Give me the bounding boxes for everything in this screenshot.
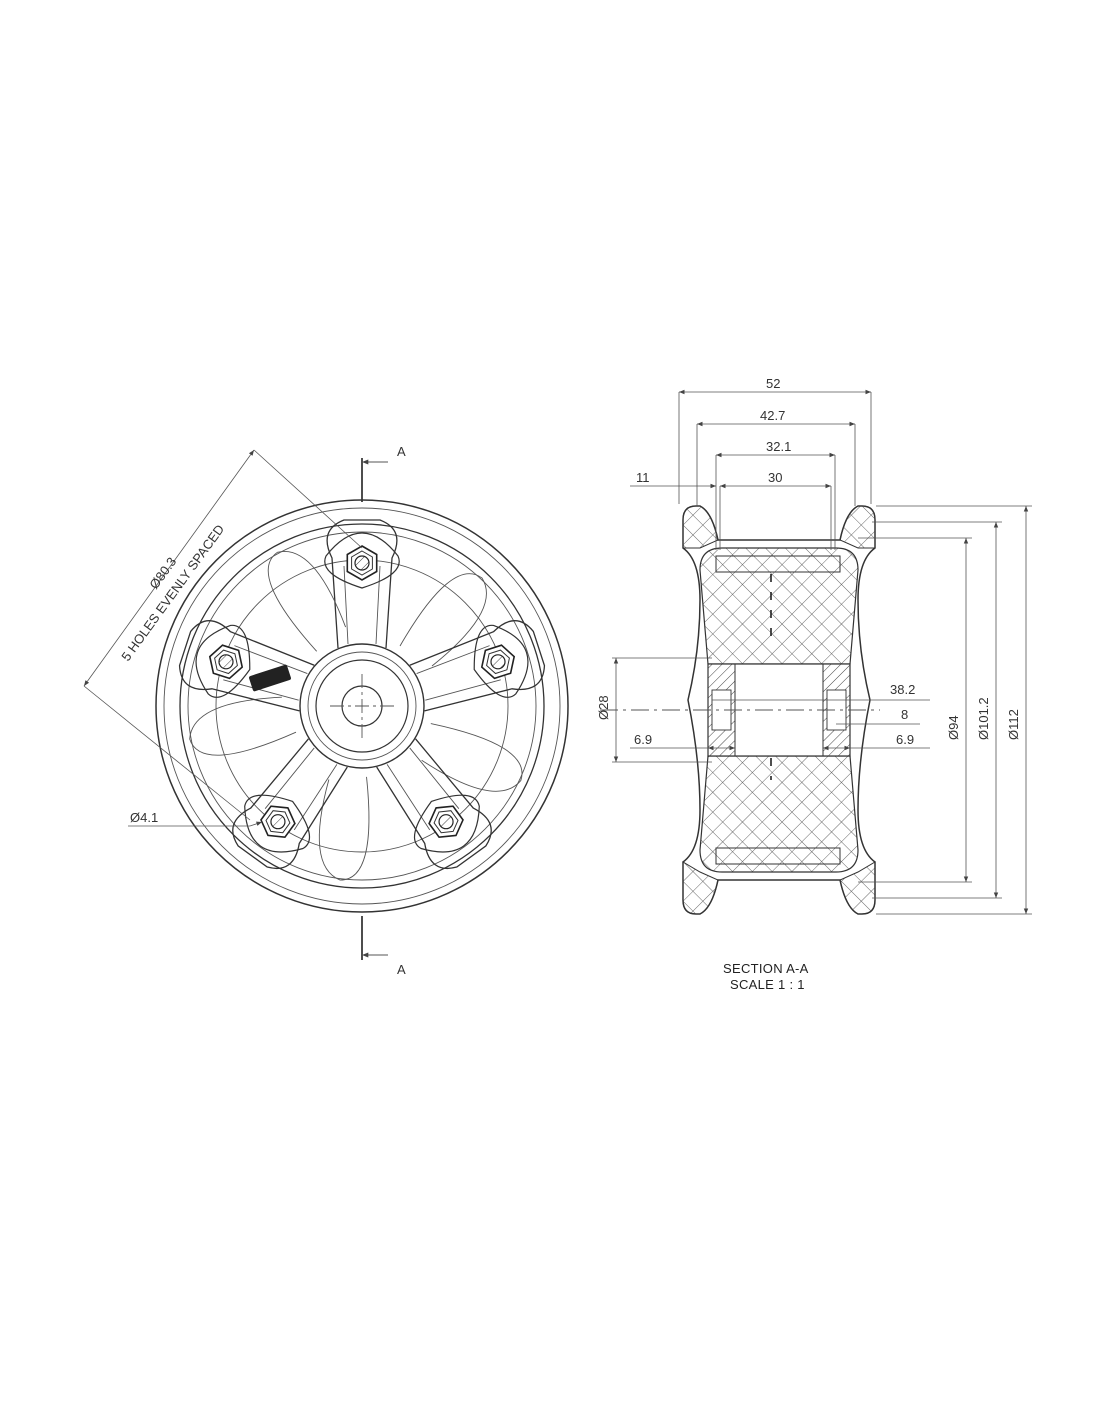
scale-caption: SCALE 1 : 1 xyxy=(730,977,805,992)
wheel-hub xyxy=(249,643,425,769)
bore-dimensions: Ø28 6.9 38.2 8 6.9 xyxy=(596,657,930,763)
dim-30-label: 30 xyxy=(768,470,782,485)
spoke xyxy=(318,738,492,881)
bolt-nut-icon xyxy=(346,545,378,581)
section-view: 52 42.7 32.1 30 11 Ø28 6.9 xyxy=(596,376,1032,992)
dim-38-2-label: 38.2 xyxy=(890,682,915,697)
spoke xyxy=(409,620,546,792)
bolt-nut-icon xyxy=(208,644,244,680)
dim-d28-label: Ø28 xyxy=(596,695,611,720)
bolt-nut-icon xyxy=(428,805,464,839)
dim-d101-2-label: Ø101.2 xyxy=(976,697,991,740)
section-marker-top: A xyxy=(361,444,406,502)
brand-logo xyxy=(249,664,291,692)
dim-d94-label: Ø94 xyxy=(946,715,961,740)
width-dimensions: 52 42.7 32.1 30 11 xyxy=(630,376,872,550)
section-label-top: A xyxy=(397,444,406,459)
wheel-spokes xyxy=(178,519,546,881)
dim-42-7-label: 42.7 xyxy=(760,408,785,423)
spoke xyxy=(324,519,487,667)
pcd-note-label: 5 HOLES EVENLY SPACED xyxy=(118,522,227,664)
dim-11-label: 11 xyxy=(636,470,650,485)
section-caption: SECTION A-A xyxy=(723,961,809,976)
front-view: A A xyxy=(83,444,569,977)
tire-profile xyxy=(600,505,880,915)
section-label-bottom: A xyxy=(397,962,406,977)
pcd-dimension: Ø80.3 5 HOLES EVENLY SPACED xyxy=(83,449,363,821)
dim-6-9-left-label: 6.9 xyxy=(634,732,652,747)
hole-dimension: Ø4.1 xyxy=(128,810,263,827)
bolt-nut-icon xyxy=(480,644,516,680)
dim-d112-label: Ø112 xyxy=(1006,709,1021,740)
section-marker-bottom: A xyxy=(361,916,406,977)
dim-6-9-right-label: 6.9 xyxy=(896,732,914,747)
spoke xyxy=(189,696,348,869)
diameter-dimensions: Ø94 Ø101.2 Ø112 xyxy=(858,505,1032,915)
dim-52-label: 52 xyxy=(766,376,780,391)
dim-8-label: 8 xyxy=(901,707,908,722)
bolt-nut-icon xyxy=(260,805,296,839)
hole-diameter-label: Ø4.1 xyxy=(130,810,158,825)
dim-32-1-label: 32.1 xyxy=(766,439,791,454)
bolt-pattern xyxy=(208,545,516,839)
